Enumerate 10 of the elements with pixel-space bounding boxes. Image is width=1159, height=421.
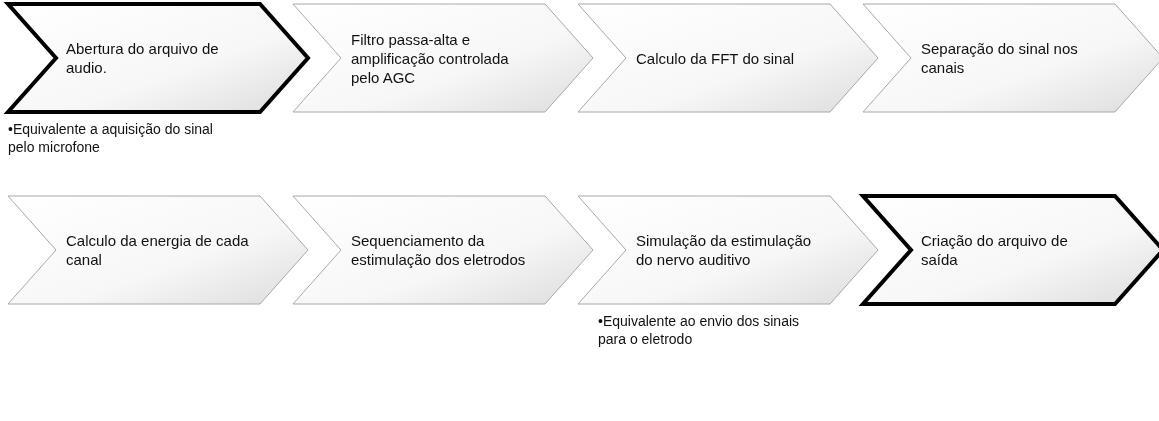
step-text: Criação do arquivo de saída [921, 231, 1069, 269]
step-text: Abertura do arquivo de audio. [66, 39, 220, 77]
bullet-note: •Equivalente a aquisição do sinal pelo microfone [8, 120, 214, 156]
step-text: Separação do sinal nos canais [921, 39, 1079, 77]
step-text: Filtro passa-alta e amplificação controlada pelo AGC [351, 29, 510, 87]
bullet-note: •Equivalente ao envio dos sinais para o eletrodo [598, 312, 801, 348]
step-text: Calculo da energia de cada canal [66, 231, 250, 269]
step-text: Simulação da estimulação do nervo auditivo [636, 231, 813, 269]
step-text: Sequenciamento da estimulação dos eletrodos [351, 231, 527, 269]
step-text: Calculo da FFT do sinal [636, 48, 796, 68]
